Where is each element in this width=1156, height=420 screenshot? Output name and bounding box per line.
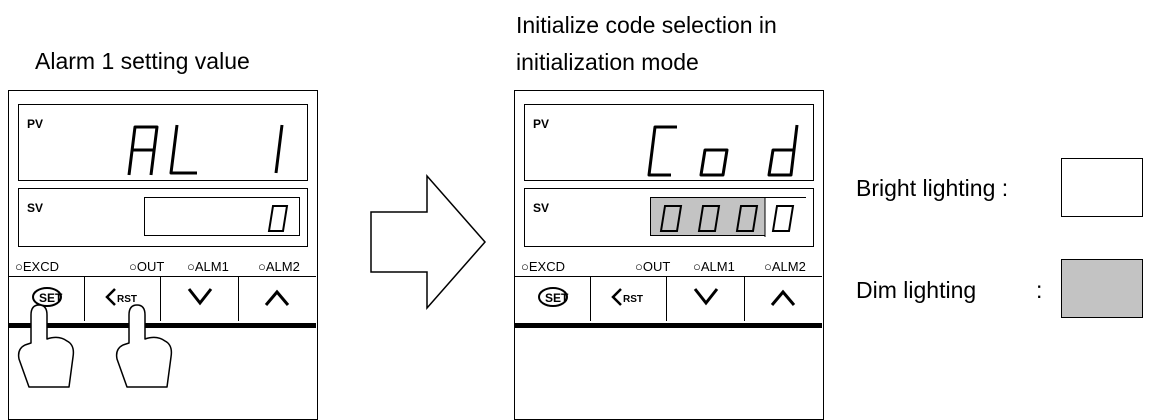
pv-seven-segment-al1 [127, 124, 284, 176]
rst-key[interactable]: RST [591, 277, 667, 321]
legend-dim-colon: : [1036, 277, 1043, 303]
right-caption-line2: initialization mode [516, 49, 699, 75]
right-caption-line1: Initialize code selection in [516, 12, 777, 38]
pv-label: PV [27, 117, 44, 131]
set-key[interactable]: SET [9, 277, 85, 321]
lamp-out: ○OUT [129, 259, 165, 274]
sv-label: SV [533, 201, 550, 215]
controller-panel-left: PV SV ○EXCD ○OUT ○ALM1 ○ALM2 SET [8, 90, 318, 420]
svg-text:SET: SET [39, 291, 63, 305]
set-key[interactable]: SET [515, 277, 591, 321]
down-key[interactable] [667, 277, 745, 321]
svg-text:RST: RST [117, 294, 137, 305]
controller-panel-right: PV SV [514, 90, 824, 420]
left-caption: Alarm 1 setting value [35, 48, 250, 74]
arrow-right-icon [370, 174, 486, 310]
svg-text:SET: SET [545, 291, 569, 305]
down-key[interactable] [161, 277, 239, 321]
pv-display-right: PV [524, 104, 814, 181]
pv-label: PV [533, 117, 550, 131]
legend-dim-swatch [1061, 259, 1143, 318]
legend-bright-label: Bright lighting : [856, 175, 1009, 201]
legend-bright-swatch [1061, 158, 1143, 217]
legend-dim-label: Dim lighting [856, 277, 977, 303]
sv-window-dim [650, 197, 807, 237]
lamp-alm1: ○ALM1 [187, 259, 229, 274]
lamp-alm2: ○ALM2 [764, 259, 806, 274]
lamp-excd: ○EXCD [521, 259, 565, 274]
rst-key[interactable]: RST [85, 277, 161, 321]
bottom-bar-left [9, 323, 316, 328]
lamp-alm1: ○ALM1 [693, 259, 735, 274]
bottom-bar-right [515, 323, 822, 328]
pressing-hand-icon [17, 304, 173, 388]
key-row-left: SET RST [9, 276, 316, 324]
sv-seven-segment-0000 [659, 198, 807, 237]
sv-label: SV [27, 201, 44, 215]
sv-seven-segment-0 [267, 205, 289, 232]
svg-text:RST: RST [623, 294, 643, 305]
sv-window-bright [144, 197, 300, 236]
lamp-excd: ○EXCD [15, 259, 59, 274]
sv-display-left: SV [18, 188, 308, 247]
pv-seven-segment-cod [647, 124, 799, 177]
up-key[interactable] [239, 277, 316, 321]
lamp-out: ○OUT [635, 259, 671, 274]
sv-display-right: SV [524, 188, 814, 247]
key-row-right: SET RST [515, 276, 822, 324]
lamp-alm2: ○ALM2 [258, 259, 300, 274]
up-key[interactable] [745, 277, 822, 321]
pv-display-left: PV [18, 104, 308, 181]
